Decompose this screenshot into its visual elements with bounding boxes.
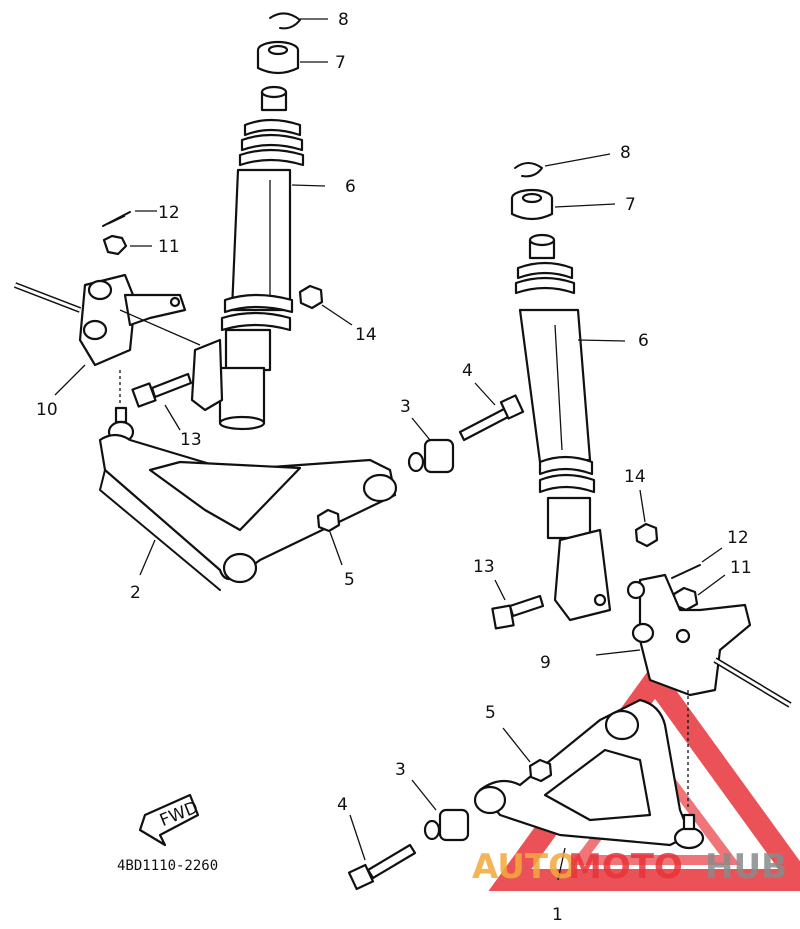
diagram-code: 4BD1110-2260	[117, 858, 218, 874]
callout-14-right: 14	[624, 467, 646, 487]
shock-bracket-right	[553, 528, 612, 622]
callout-4-right: 4	[337, 795, 348, 815]
callout-11-right: 11	[730, 558, 752, 578]
callout-12-left: 12	[158, 203, 180, 223]
callout-6-left: 6	[345, 177, 356, 197]
shock-bracket-left	[190, 338, 224, 412]
circlip-left	[269, 12, 328, 30]
bushing-right	[411, 779, 470, 842]
watermark-text: AUTO MOTO HUB	[472, 847, 787, 887]
top-nut-right	[510, 188, 616, 221]
callout-3-mid: 3	[400, 397, 411, 417]
callout-13-left: 13	[180, 430, 202, 450]
callout-9: 9	[540, 653, 551, 673]
callout-7-left: 7	[335, 53, 346, 73]
callout-3-right: 3	[395, 760, 406, 780]
cotter-pin-left	[102, 210, 157, 227]
top-nut-left	[256, 40, 328, 75]
callout-1: 1	[552, 905, 563, 925]
callout-6-right: 6	[638, 331, 649, 351]
callout-2: 2	[130, 583, 141, 603]
callout-8-left: 8	[338, 10, 349, 30]
callout-10: 10	[36, 400, 58, 420]
bushing-mid	[407, 417, 455, 474]
bolt-mid	[458, 382, 525, 442]
nut-5-right	[502, 727, 553, 783]
nut-14-left	[298, 284, 353, 326]
watermark-auto: AUTO	[472, 847, 577, 887]
cotter-pin-right	[671, 547, 723, 579]
castle-nut-left	[102, 234, 152, 256]
knuckle-right	[595, 573, 792, 708]
shock-absorber-left	[218, 85, 326, 431]
callout-4-mid: 4	[462, 361, 473, 381]
callout-8-right: 8	[620, 143, 631, 163]
lower-arm-right	[473, 690, 705, 881]
callout-11-left: 11	[158, 237, 180, 257]
callout-12-right: 12	[727, 528, 749, 548]
callouts: 8 7 6 12 11 14 10 13 2 5 4 3 8 7 6 14 12…	[36, 10, 752, 925]
lower-arm-left	[98, 433, 398, 591]
nut-5-left	[316, 508, 343, 566]
castle-nut-right	[672, 574, 726, 612]
bolt-right	[491, 579, 545, 630]
knuckle-left	[13, 273, 201, 396]
watermark-hub: HUB	[705, 847, 787, 887]
callout-13-right: 13	[473, 557, 495, 577]
callout-5-left: 5	[344, 570, 355, 590]
bolt-left	[131, 372, 193, 431]
nut-14-right	[634, 489, 659, 548]
bolt-right-lower	[347, 814, 417, 891]
circlip-right	[514, 153, 611, 178]
shock-absorber-right	[514, 233, 626, 540]
watermark-moto: MOTO	[568, 847, 683, 887]
callout-5-right: 5	[485, 703, 496, 723]
fwd-arrow: FWD	[138, 793, 201, 847]
ball-joint-left	[107, 370, 135, 444]
callout-14-left: 14	[355, 325, 377, 345]
callout-7-right: 7	[625, 195, 636, 215]
